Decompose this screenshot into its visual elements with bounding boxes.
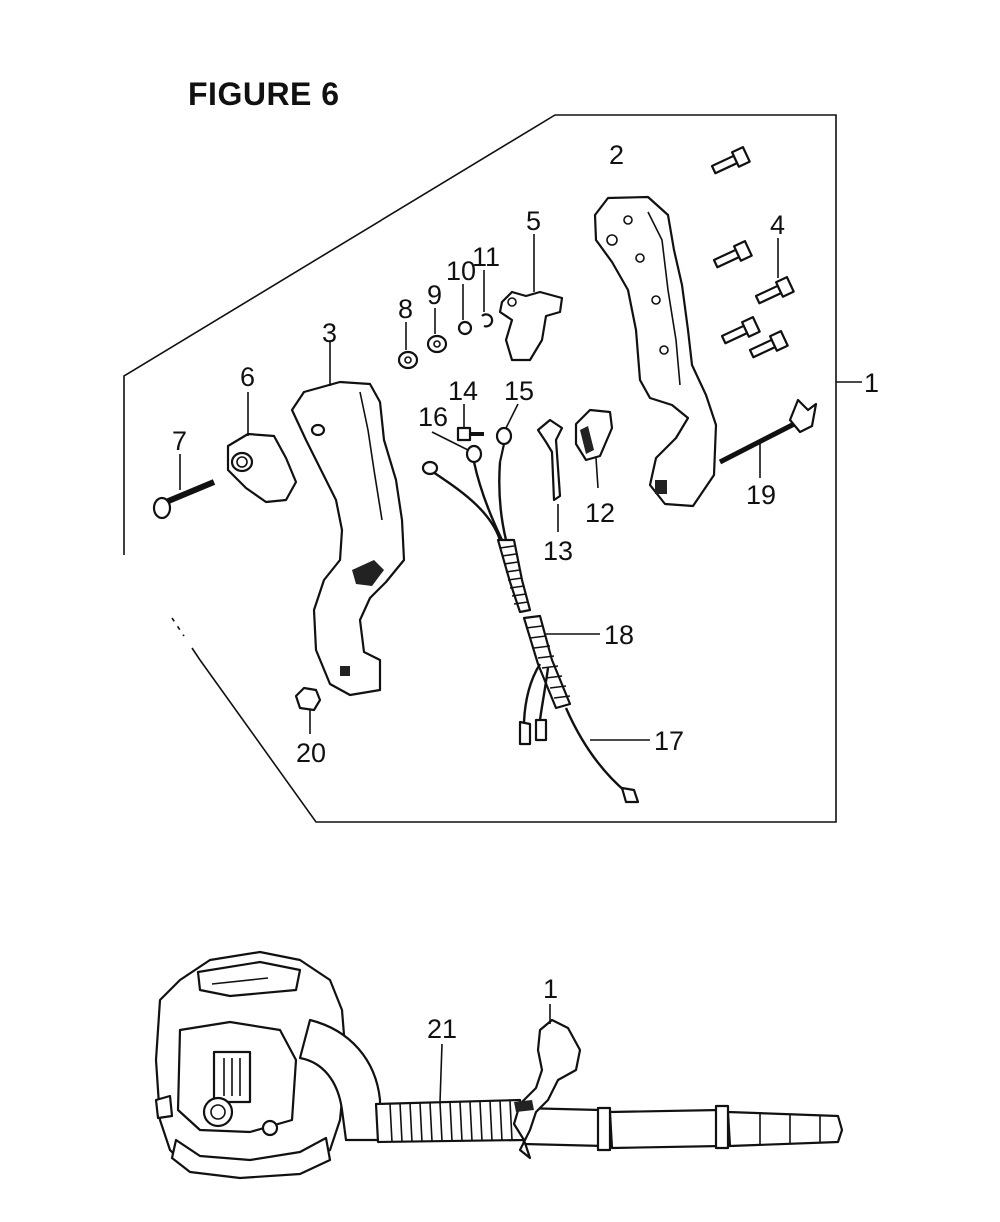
part-4-screws (710, 146, 795, 359)
part-2-handle-half-right (593, 195, 718, 508)
callout-1: 1 (864, 368, 879, 398)
backpack-blower-illustration (154, 950, 844, 1180)
part-11-clip (481, 270, 494, 328)
part-3-handle-half-left (290, 342, 406, 697)
callout-2: 2 (609, 140, 624, 170)
part-7-pin (152, 454, 216, 520)
part-6-knob (226, 392, 298, 504)
callout-7: 7 (172, 426, 187, 456)
part-14-screw (456, 404, 484, 442)
callout-13: 13 (543, 536, 573, 566)
callout-12: 12 (585, 498, 615, 528)
part-12-switch (574, 408, 614, 489)
callout-4: 4 (770, 210, 785, 240)
part-8-washer (397, 322, 419, 370)
callout-11: 11 (472, 242, 500, 272)
part-18-wiring-harness (421, 460, 600, 723)
callout-18: 18 (604, 620, 634, 650)
part-10-washer (457, 284, 473, 336)
part-15-terminal (495, 403, 519, 463)
callout-8: 8 (398, 294, 413, 324)
callout-5: 5 (526, 206, 541, 236)
callout-3: 3 (322, 318, 337, 348)
part-5-trigger (498, 234, 564, 362)
callout-6: 6 (240, 362, 255, 392)
part-17-lead-wire (518, 707, 650, 804)
callout-21: 21 (427, 1014, 457, 1044)
callout-9: 9 (427, 280, 442, 310)
part-20-nut (294, 686, 322, 734)
part-13-switch-plate (536, 418, 564, 532)
callout-16: 16 (418, 402, 448, 432)
callout-14: 14 (448, 376, 478, 406)
callout-20: 20 (296, 738, 326, 768)
part-19-bolt (718, 398, 818, 478)
part-9-washer (426, 308, 448, 354)
callout-10: 10 (446, 256, 476, 286)
callout-bottom-1: 1 (543, 974, 558, 1004)
figure-title: FIGURE 6 (188, 76, 340, 112)
assembly-frame (123, 114, 862, 823)
callout-15: 15 (504, 376, 534, 406)
callout-17: 17 (654, 726, 684, 756)
part-16-terminal (431, 431, 483, 464)
callout-19: 19 (746, 480, 776, 510)
